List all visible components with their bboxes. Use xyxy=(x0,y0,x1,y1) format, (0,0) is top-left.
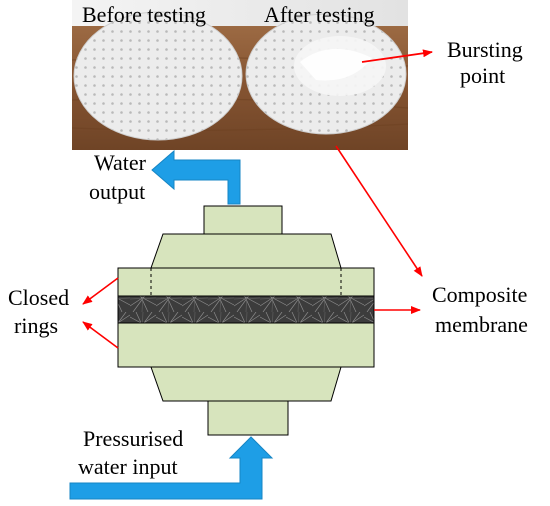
after-testing-label: After testing xyxy=(264,2,375,27)
composite-membrane-layer xyxy=(117,295,375,324)
lower-cap xyxy=(150,366,342,402)
closed-rings-arrow-upper xyxy=(82,277,119,305)
bursting-point-label: Bursting point xyxy=(447,37,528,88)
disc-after-testing xyxy=(245,13,407,135)
upper-flange xyxy=(117,267,375,297)
lower-flange xyxy=(117,322,375,368)
closed-rings-arrow-lower xyxy=(82,321,119,349)
bursting-point-arrow xyxy=(361,49,433,63)
before-testing-label: Before testing xyxy=(82,2,206,27)
top-nozzle xyxy=(203,205,283,235)
pressurised-input-arrow-icon xyxy=(69,436,274,500)
closed-rings-label: Closed rings xyxy=(8,285,75,338)
bottom-nozzle xyxy=(207,400,289,436)
sample-photo: Before testing After testing xyxy=(71,0,409,150)
pressurised-input-label: Pressurised water input xyxy=(78,426,189,479)
water-output-arrow-icon xyxy=(151,149,241,205)
disc-before-testing xyxy=(73,11,243,141)
water-output-label: Water output xyxy=(89,150,151,204)
composite-membrane-label: Composite membrane xyxy=(432,282,533,337)
upper-cap xyxy=(150,233,342,269)
photo-to-membrane-arrow xyxy=(335,145,423,277)
